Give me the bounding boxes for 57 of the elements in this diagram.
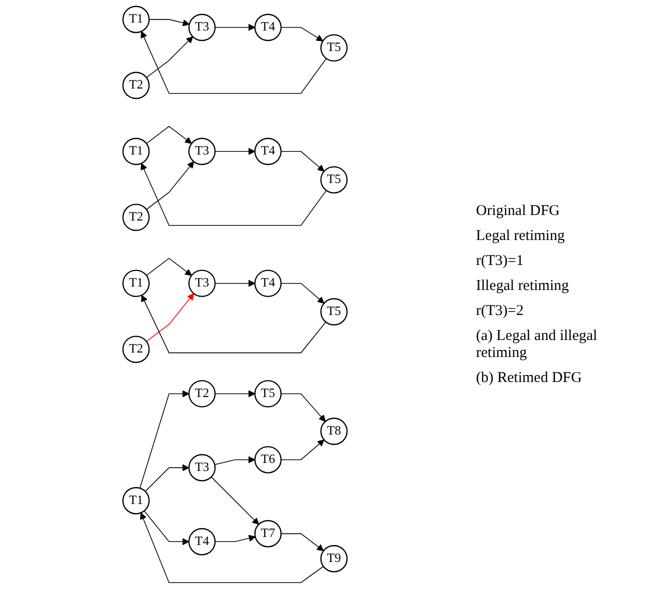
arrow — [140, 512, 324, 584]
arrow — [210, 476, 260, 525]
arrow — [146, 258, 192, 276]
arrow — [280, 440, 324, 460]
node-circle: T1 — [122, 270, 150, 298]
node-circle: T2 — [188, 380, 216, 408]
arrow — [280, 151, 324, 172]
caption-text: Illegal retiming — [476, 278, 570, 294]
arrow — [140, 163, 327, 226]
node-circle: T3 — [188, 270, 216, 298]
arrow — [144, 510, 190, 546]
node-circle: T5 — [320, 298, 348, 326]
caption-text: (b) Retimed DFG — [476, 370, 583, 386]
arrow — [140, 31, 327, 94]
arrow — [148, 19, 190, 26]
arrow — [214, 280, 256, 287]
node-circle: T1 — [122, 487, 150, 514]
arrow — [214, 534, 256, 542]
node-circle: T3 — [188, 454, 216, 482]
arrow — [214, 456, 256, 466]
arrow — [139, 390, 190, 489]
arrow — [214, 24, 256, 31]
arrow — [146, 36, 194, 78]
caption-text: (a) Legal and illegal retiming — [476, 328, 598, 362]
caption-text: Legal retiming — [476, 228, 566, 244]
arrow — [214, 148, 256, 155]
node-circle: T1 — [122, 138, 150, 166]
node-circle: T8 — [320, 418, 348, 445]
node-circle: T6 — [254, 446, 282, 474]
arrow — [146, 161, 194, 210]
arrow — [280, 27, 324, 42]
node-circle: T3 — [188, 14, 216, 42]
node-circle: T2 — [122, 72, 150, 100]
arrow — [146, 126, 192, 144]
arrow — [280, 282, 324, 304]
node-circle: T4 — [254, 138, 282, 166]
node-circle: T3 — [188, 138, 216, 166]
node-circle: T2 — [122, 204, 150, 232]
node-circle: T5 — [254, 380, 282, 408]
arrow — [214, 390, 256, 398]
node-circle: T9 — [320, 545, 348, 572]
node-circle: T4 — [254, 14, 282, 42]
arrow — [146, 293, 194, 342]
arrow — [280, 533, 324, 552]
node-circle: T1 — [122, 6, 150, 34]
caption-text: Original DFG — [476, 202, 561, 220]
node-circle: T4 — [254, 270, 282, 298]
node-circle: T7 — [254, 520, 282, 548]
node-circle: T5 — [320, 166, 348, 194]
arrow — [141, 294, 326, 354]
arrow — [144, 464, 190, 492]
node-circle: T4 — [188, 528, 216, 556]
caption-text: r(T3)=1 — [476, 252, 525, 270]
arrow — [280, 393, 326, 422]
caption-text: r(T3)=2 — [476, 302, 525, 320]
node-circle: T5 — [320, 34, 348, 62]
node-circle: T2 — [122, 336, 150, 364]
